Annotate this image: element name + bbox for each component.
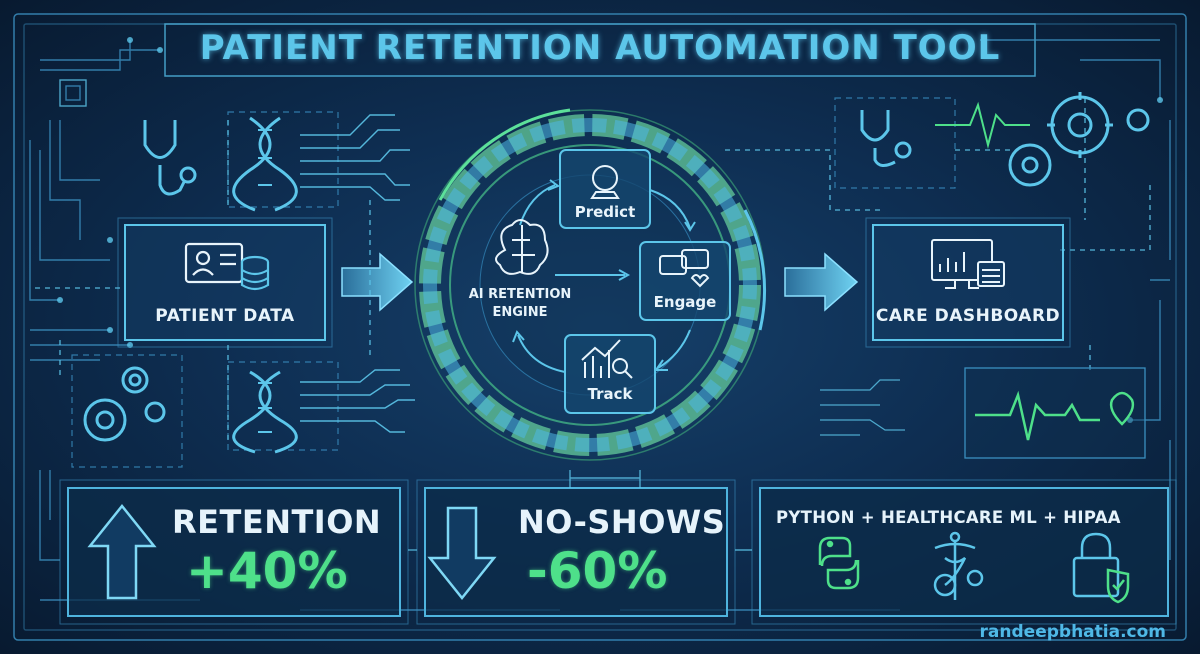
retention-stat-value: +40% — [186, 542, 348, 600]
chart-magnifier-icon — [581, 339, 633, 379]
patient-data-box — [117, 217, 333, 348]
stethoscope-icon-right — [860, 110, 912, 167]
footer-url[interactable]: randeepbhatia.com — [979, 622, 1166, 642]
dna-icon — [232, 116, 298, 212]
flow-arrow-left — [341, 252, 414, 312]
dna-icon-bottom — [232, 370, 298, 454]
arrow-down-icon — [427, 506, 497, 601]
step-track-label: Track — [587, 385, 633, 403]
padlock-shield-icon — [1072, 532, 1130, 604]
care-dashboard-box — [865, 217, 1071, 348]
engine-label-line1: AI RETENTION — [468, 287, 572, 302]
crystal-ball-icon — [590, 165, 620, 199]
gears-icon-right — [1008, 92, 1150, 187]
care-dashboard-label: CARE DASHBOARD — [875, 306, 1061, 326]
gears-icon — [83, 366, 166, 442]
arrow-up-icon — [87, 503, 157, 600]
brain-icon — [495, 219, 549, 275]
no-shows-stat-value: -60% — [527, 542, 668, 600]
heartbeat-line-top — [935, 101, 1030, 149]
step-engage-label: Engage — [653, 293, 717, 311]
tech-panel — [751, 479, 1177, 625]
monitor-calendar-icon — [931, 239, 1005, 289]
caduceus-gear-icon — [933, 531, 984, 600]
outer-frame — [13, 13, 1187, 641]
engine-label: AI RETENTION ENGINE — [445, 286, 595, 322]
heart-icon — [1109, 391, 1135, 426]
step-box-engage — [639, 241, 731, 321]
tech-stack-label: PYTHON + HEALTHCARE ML + HIPAA — [776, 508, 1121, 527]
step-predict-label: Predict — [574, 203, 636, 221]
engine-label-line2: ENGINE — [492, 305, 548, 320]
heart-monitor-panel — [964, 367, 1146, 459]
chat-heart-icon — [659, 249, 710, 288]
flow-arrow-right — [784, 252, 859, 312]
step-box-track — [564, 334, 656, 414]
patient-data-label: PATIENT DATA — [155, 306, 295, 326]
no-shows-stat-name: NO-SHOWS — [518, 503, 726, 541]
retention-stat-name: RETENTION — [172, 503, 382, 541]
step-box-predict — [559, 149, 651, 229]
database-icon — [240, 255, 270, 291]
stethoscope-icon — [143, 120, 197, 196]
python-icon — [818, 536, 860, 590]
page-title: PATIENT RETENTION AUTOMATION TOOL — [199, 28, 1001, 68]
